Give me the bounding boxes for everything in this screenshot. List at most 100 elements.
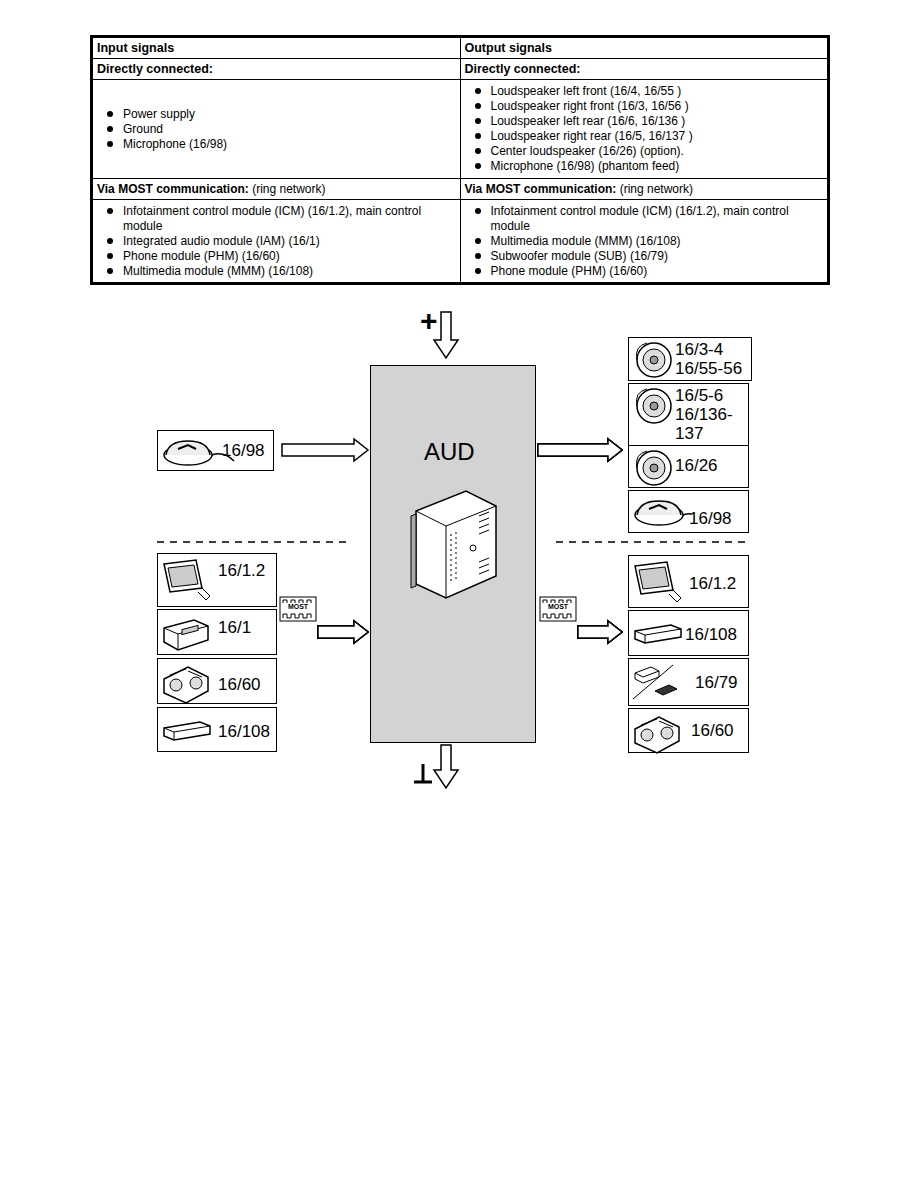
component-box: 16/1.2 — [157, 553, 277, 607]
table-cell: Directly connected: — [92, 59, 461, 80]
table-subheading: Via MOST communication: — [465, 182, 617, 196]
bullet-item: Subwoofer module (SUB) (16/79) — [465, 249, 824, 264]
component-icon — [158, 554, 216, 608]
component-box: 16/60 — [628, 708, 749, 753]
callout-number: 16/79 — [695, 673, 738, 692]
table-row: Directly connected: Directly connected: — [92, 59, 829, 80]
signal-arrow — [318, 621, 368, 643]
component-box: 16/1 — [157, 609, 277, 655]
bullet-item: Infotainment control module (ICM) (16/1.… — [465, 204, 824, 234]
signal-arrow — [318, 621, 368, 643]
component-icon — [629, 556, 687, 609]
bullet-item: Multimedia module (MMM) (16/108) — [97, 264, 456, 279]
table-cell-text: Multimedia module (MMM) (16/108) — [491, 234, 681, 248]
ground-symbol — [414, 764, 432, 782]
bullet-item: Center loudspeaker (16/26) (option). — [465, 144, 824, 159]
component-icon — [629, 709, 687, 754]
table-cell-text: Infotainment control module (ICM) (16/1.… — [491, 204, 789, 233]
table-cell: Via MOST communication: (ring network) — [92, 179, 461, 200]
bullet-dot — [107, 253, 113, 259]
table-subheading-note: (ring network) — [620, 182, 693, 196]
component-box: 16/3-4 16/55-56 — [628, 337, 752, 381]
bullet-item: Phone module (PHM) (16/60) — [97, 249, 456, 264]
table-cell-text: Microphone (16/98) (phantom feed) — [491, 159, 680, 173]
bullet-item: Integrated audio module (IAM) (16/1) — [97, 234, 456, 249]
signal-table: Input signals Output signalsDirectly conn… — [90, 35, 830, 285]
bullet-dot — [107, 111, 113, 117]
table-cell-text: Infotainment control module (ICM) (16/1.… — [123, 204, 421, 233]
table-cell: Via MOST communication: (ring network) — [460, 179, 829, 200]
bullet-dot — [475, 118, 481, 124]
table-cell-text: Loudspeaker left front (16/4, 16/55 ) — [491, 84, 682, 98]
dashed-separator — [157, 541, 350, 543]
bullet-dot — [107, 126, 113, 132]
table-cell: Output signals — [460, 37, 829, 59]
component-box: 16/79 — [628, 658, 749, 706]
callout-number: 16/1 — [218, 618, 251, 637]
table-cell-text: Center loudspeaker (16/26) (option). — [491, 144, 684, 158]
component-icon — [158, 659, 216, 705]
signal-arrow — [538, 439, 622, 461]
signal-arrow — [538, 439, 622, 461]
bullet-dot — [475, 208, 481, 214]
table-row: Input signals Output signals — [92, 37, 829, 59]
module-name: AUD — [424, 438, 475, 466]
bullet-dot — [475, 88, 481, 94]
component-box: 16/108 — [628, 610, 749, 656]
component-icon — [629, 611, 687, 657]
signal-arrow — [538, 439, 622, 461]
component-box: 16/98 — [157, 430, 274, 471]
bullet-item: Phone module (PHM) (16/60) — [465, 264, 824, 279]
table-cell: Input signals — [92, 37, 461, 59]
bullet-item: Loudspeaker right rear (16/5, 16/137 ) — [465, 129, 824, 144]
most-label: MOST — [542, 603, 574, 611]
table-cell: Loudspeaker left front (16/4, 16/55 )Lou… — [460, 80, 829, 179]
bullet-item: Loudspeaker left rear (16/6, 16/136 ) — [465, 114, 824, 129]
table-cell-text: Microphone (16/98) — [123, 137, 227, 151]
bullet-item: Multimedia module (MMM) (16/108) — [465, 234, 824, 249]
bullet-dot — [475, 163, 481, 169]
bullet-item: Microphone (16/98) (phantom feed) — [465, 159, 824, 174]
table-cell: Infotainment control module (ICM) (16/1.… — [460, 200, 829, 284]
table-cell-text: Loudspeaker right rear (16/5, 16/137 ) — [491, 129, 693, 143]
component-icon — [629, 659, 687, 707]
table-cell: Power supplyGroundMicrophone (16/98) — [92, 80, 461, 179]
callout-number: 16/60 — [691, 721, 734, 740]
component-box: 16/1.2 — [628, 555, 749, 608]
signal-arrow — [578, 621, 622, 643]
callout-number: 16/26 — [675, 456, 718, 475]
most-label: MOST — [282, 603, 314, 611]
table-cell-text: Subwoofer module (SUB) (16/79) — [491, 249, 668, 263]
module-illustration — [371, 366, 537, 744]
bullet-item: Loudspeaker right front (16/3, 16/56 ) — [465, 99, 824, 114]
component-icon — [629, 491, 691, 534]
component-box: 16/60 — [157, 658, 277, 704]
table-cell-text: Ground — [123, 122, 163, 136]
power-arrow — [434, 312, 458, 358]
signal-arrow — [578, 621, 622, 643]
supply-label: + — [420, 306, 438, 336]
table-heading: Input signals — [97, 41, 174, 55]
bullet-dot — [475, 238, 481, 244]
table-cell-text: Phone module (PHM) (16/60) — [123, 249, 280, 263]
bullet-dot — [475, 268, 481, 274]
dashed-separator — [556, 541, 748, 543]
component-box: 16/5-6 16/136-137 — [628, 383, 749, 446]
table-cell: Infotainment control module (ICM) (16/1.… — [92, 200, 461, 284]
table-row: Via MOST communication: (ring network)Vi… — [92, 179, 829, 200]
bullet-dot — [475, 103, 481, 109]
bullet-item: Infotainment control module (ICM) (16/1.… — [97, 204, 456, 234]
callout-number: 16/1.2 — [689, 574, 736, 593]
table-heading: Output signals — [465, 41, 553, 55]
component-icon — [158, 610, 216, 656]
bullet-dot — [107, 141, 113, 147]
table-row: Infotainment control module (ICM) (16/1.… — [92, 200, 829, 284]
table-cell-text: Multimedia module (MMM) (16/108) — [123, 264, 313, 278]
most-symbol — [280, 597, 316, 621]
component-box: 16/26 — [628, 445, 749, 488]
component-box: 16/108 — [157, 707, 277, 752]
callout-number: 16/108 — [685, 625, 737, 644]
bullet-dot — [107, 268, 113, 274]
bullet-item: Ground — [97, 122, 456, 137]
table-heading: Directly connected: — [465, 62, 581, 76]
